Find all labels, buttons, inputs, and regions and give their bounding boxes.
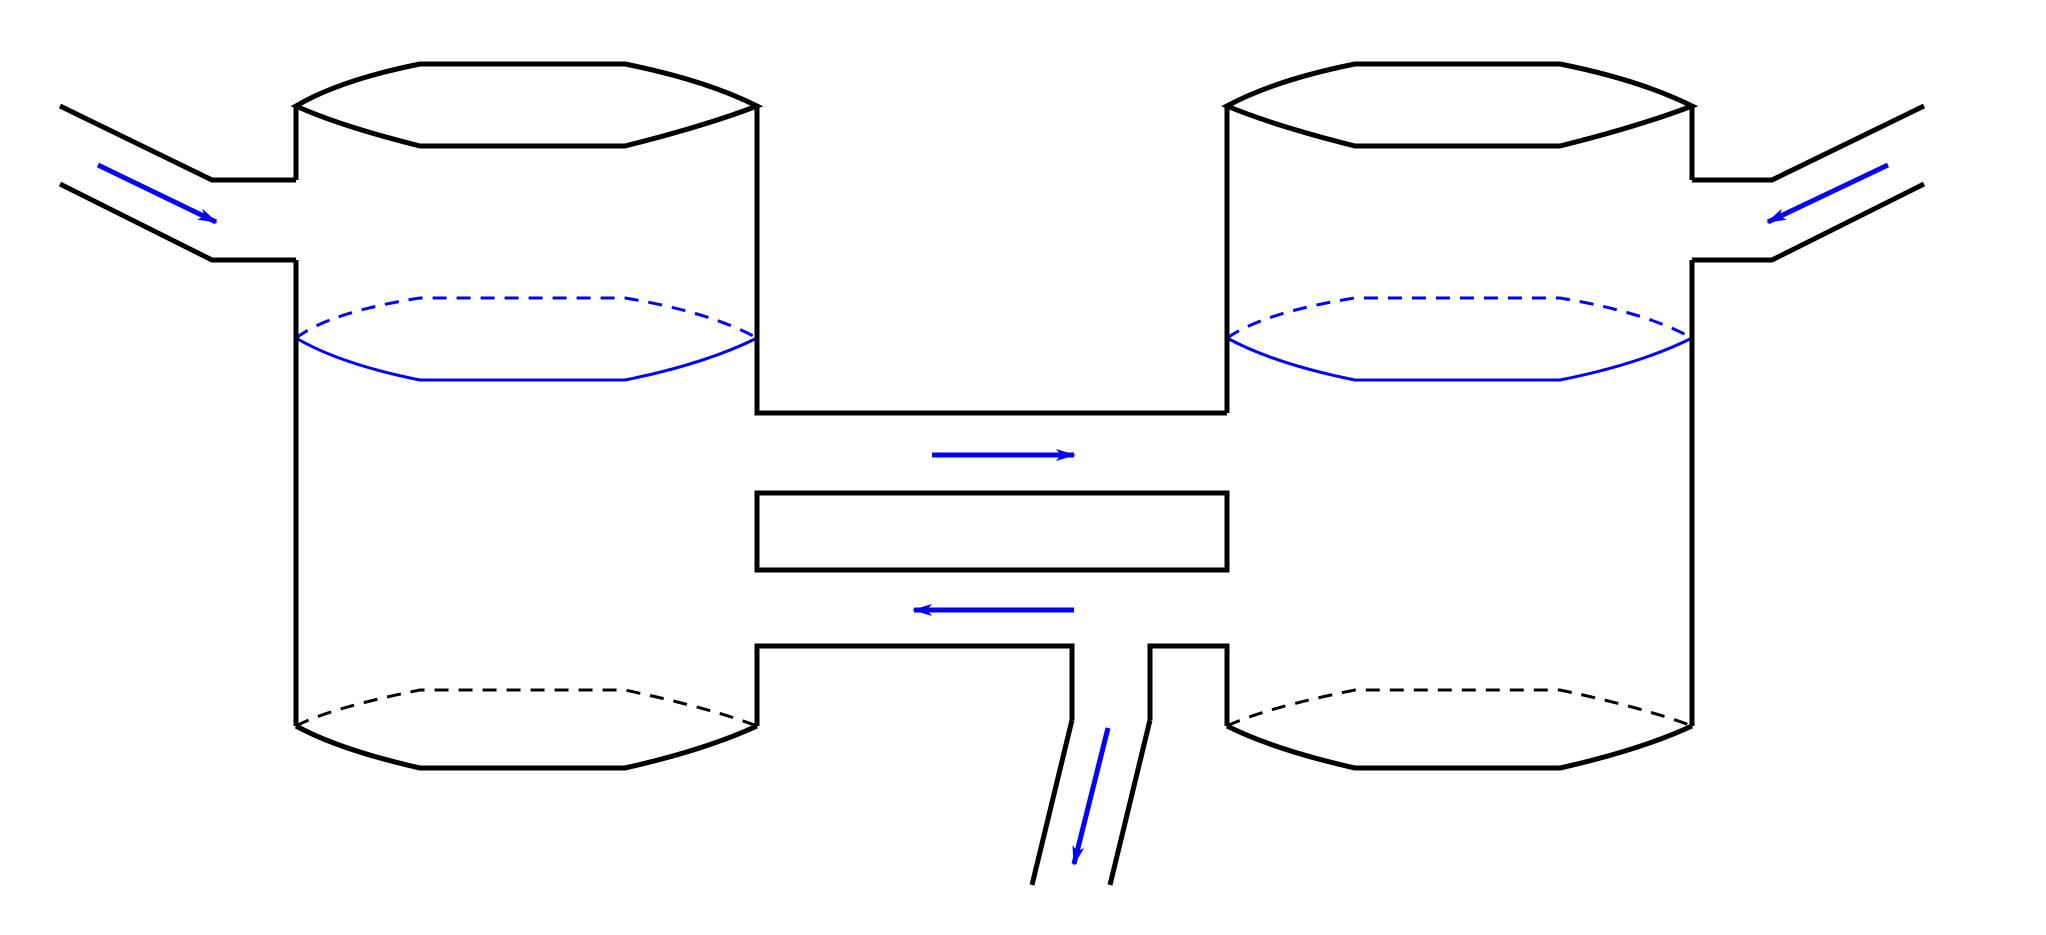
left-tank: [290, 61, 1227, 771]
right-tank-water-level-back: [1226, 296, 1693, 340]
left-tank-top-rim: [290, 61, 764, 149]
right-inflow-arrow: [1766, 162, 1890, 225]
right-tank: [1147, 61, 1699, 771]
left-tank-water-level: [295, 336, 758, 382]
outlet-pipe: [1029, 719, 1153, 886]
left-tank-right-wall: [754, 106, 1227, 416]
left-inlet-pipe: [58, 103, 296, 263]
right-tank-left-wall-lower: [1147, 643, 1230, 726]
right-tank-bottom-hidden-rim: [1226, 688, 1693, 728]
left-tank-right-wall-lower: [754, 643, 1075, 726]
right-tank-top-rim: [1221, 61, 1699, 149]
left-tank-water-level-back: [295, 296, 758, 340]
right-tank-bottom-rim: [1225, 723, 1694, 771]
outflow-arrow: [1071, 727, 1111, 866]
left-tank-bottom-rim: [294, 723, 759, 771]
left-tank-bottom-hidden-rim: [295, 688, 758, 728]
right-inlet-pipe: [1692, 103, 1926, 263]
left-inflow-arrow: [96, 162, 218, 225]
right-tank-water-level: [1226, 336, 1693, 382]
pipe-divider-block: [754, 490, 1230, 573]
